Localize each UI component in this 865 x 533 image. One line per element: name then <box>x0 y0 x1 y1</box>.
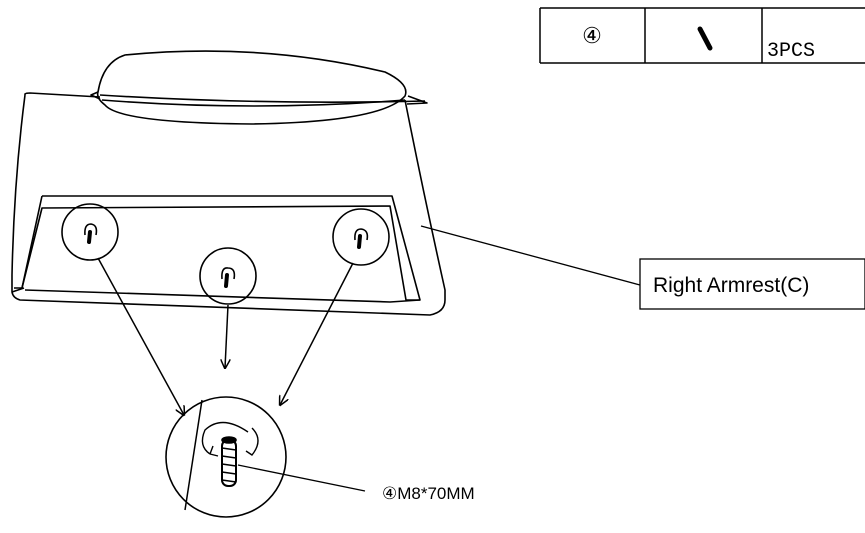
detail-magnified-view <box>165 396 287 518</box>
armrest-label-box: Right Armrest(C) <box>639 258 865 310</box>
part-number-cell: ④ <box>582 23 602 48</box>
right-armrest-illustration <box>11 50 446 316</box>
hardware-label: ④M8*70MM <box>382 484 475 503</box>
arrow-right <box>280 262 354 405</box>
arrow-center <box>225 304 228 368</box>
hardware-leader-line <box>237 464 366 492</box>
screw-hole-left <box>61 203 119 261</box>
screw-hole-center <box>199 247 257 305</box>
quantity-cell: 3PCS <box>767 40 815 63</box>
arrow-left <box>97 257 184 415</box>
armrest-label: Right Armrest(C) <box>653 274 809 297</box>
parts-table: ④ 3PCS <box>539 7 865 64</box>
m8-bolt-icon <box>221 436 237 487</box>
screw-hole-right <box>332 208 390 266</box>
bolt-icon <box>697 26 713 51</box>
detail-arrows <box>97 257 354 415</box>
armrest-leader-line <box>420 225 641 286</box>
